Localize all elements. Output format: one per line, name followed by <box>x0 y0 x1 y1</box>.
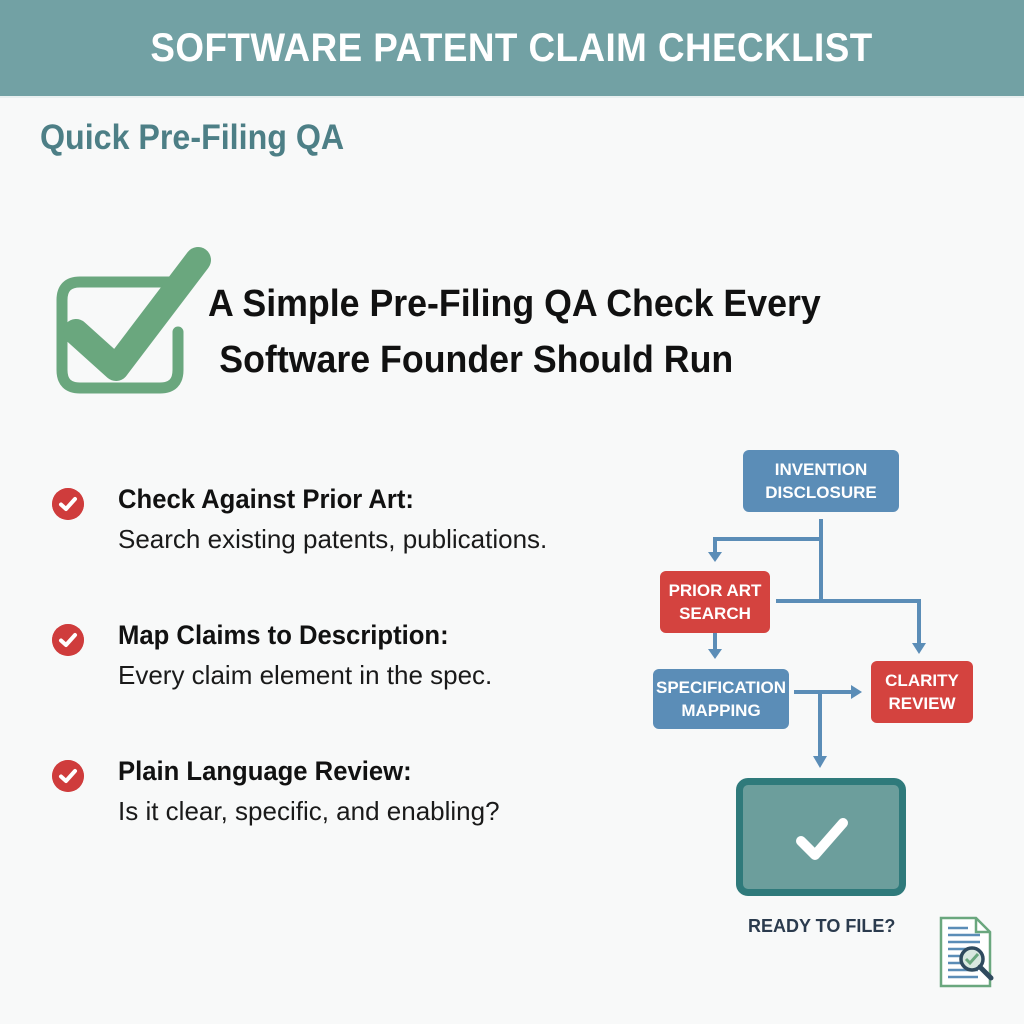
red-check-circle-icon <box>52 760 84 792</box>
node-label-line-2: SEARCH <box>679 604 751 623</box>
ready-to-file-box <box>736 778 906 896</box>
checklist-item-title: Plain Language Review: <box>118 756 412 786</box>
flow-node-specification-mapping: SPECIFICATION MAPPING <box>653 669 789 729</box>
document-magnifier-icon <box>939 916 994 988</box>
flow-node-prior-art-search: PRIOR ART SEARCH <box>660 571 770 633</box>
red-check-circle-icon <box>52 624 84 656</box>
flowchart: INVENTION DISCLOSURE PRIOR ART SEARCH SP… <box>640 440 1024 960</box>
page-header: SOFTWARE PATENT CLAIM CHECKLIST <box>0 0 1024 98</box>
checklist-item: Plain Language Review: Is it clear, spec… <box>50 756 610 892</box>
headline-line-1: A Simple Pre-Filing QA Check Every <box>208 283 821 325</box>
checkbox-checked-icon <box>56 247 211 394</box>
headline: A Simple Pre-Filing QA Check Every Softw… <box>208 276 922 388</box>
flow-node-clarity-review: CLARITY REVIEW <box>871 661 973 723</box>
headline-line-2: Software Founder Should Run <box>219 339 734 381</box>
node-label-line-1: INVENTION <box>774 460 868 479</box>
page-title: SOFTWARE PATENT CLAIM CHECKLIST <box>150 25 874 70</box>
checklist: Check Against Prior Art: Search existing… <box>50 484 610 892</box>
checklist-item-description: Every claim element in the spec. <box>118 660 493 690</box>
checklist-item: Check Against Prior Art: Search existing… <box>50 484 610 620</box>
flow-node-invention-disclosure: INVENTION DISCLOSURE <box>743 450 899 512</box>
node-label-line-2: REVIEW <box>888 694 956 713</box>
subtitle: Quick Pre-Filing QA <box>40 118 345 157</box>
check-icon <box>796 818 848 860</box>
node-label-line-1: PRIOR ART <box>668 581 762 600</box>
flowchart-connectors <box>708 519 926 768</box>
checklist-item-description: Search existing patents, publications. <box>118 524 548 554</box>
node-label-line-1: SPECIFICATION <box>655 678 787 697</box>
checklist-item-title: Check Against Prior Art: <box>118 484 414 514</box>
node-label-line-1: CLARITY <box>885 671 959 690</box>
checklist-item-title: Map Claims to Description: <box>118 620 449 650</box>
red-check-circle-icon <box>52 488 84 520</box>
checklist-item-description: Is it clear, specific, and enabling? <box>118 796 500 826</box>
ready-to-file-label: READY TO FILE? <box>748 916 896 936</box>
node-label-line-2: MAPPING <box>681 701 761 720</box>
node-label-line-2: DISCLOSURE <box>765 483 877 502</box>
checklist-item: Map Claims to Description: Every claim e… <box>50 620 610 756</box>
